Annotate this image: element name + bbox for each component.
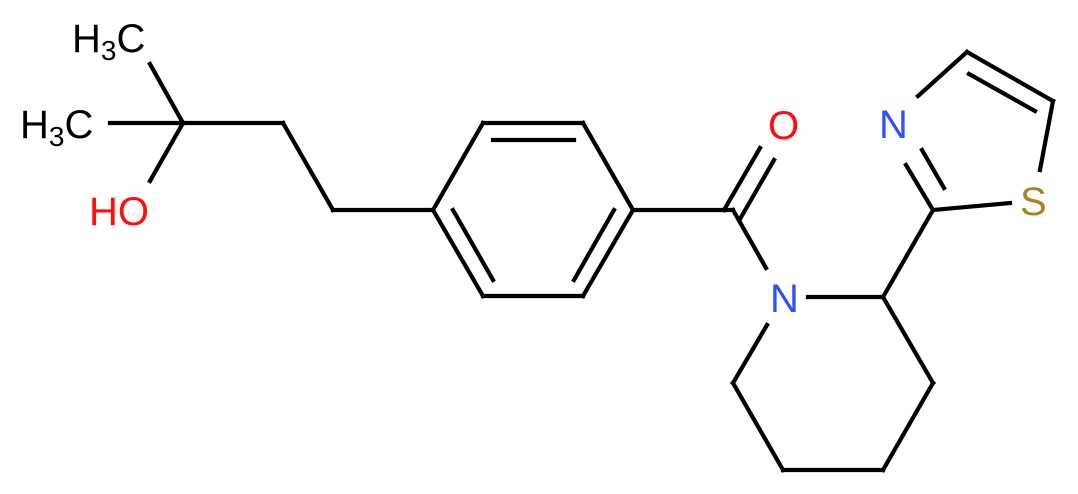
methyl-top-label: H3C xyxy=(72,17,145,66)
hydroxyl-label: HO xyxy=(89,190,149,234)
bond-thiazole-c4-c5-inner xyxy=(966,71,1038,114)
bonds xyxy=(107,49,1056,473)
bond-thiazole-c4-c5 xyxy=(964,49,1056,104)
bond-benzene-inner xyxy=(450,207,496,283)
bond-piperidine xyxy=(730,322,770,386)
bond-thiazole-n-c4 xyxy=(915,49,970,99)
bond-benzene xyxy=(580,120,636,213)
bond-thiazole-c2-n-inner xyxy=(919,147,947,191)
atom-labels: H3C H3C HO O N N S xyxy=(20,17,1047,321)
bond-piperidine xyxy=(880,294,936,386)
bond-thiazole-c5-s xyxy=(1037,98,1056,173)
bond-chain-2 xyxy=(280,120,336,213)
bond-carbonyl-double xyxy=(737,157,777,222)
bond-benzene xyxy=(580,207,636,299)
bond-thiazole-s-c2 xyxy=(930,200,1013,213)
bond-methyl-top xyxy=(147,61,186,126)
carbonyl-oxygen-label: O xyxy=(768,104,799,148)
methyl-left-label: H3C xyxy=(20,103,93,152)
thiazole-sulfur-label: S xyxy=(1020,180,1047,224)
bond-carbonyl-double xyxy=(721,145,763,213)
bond-piperidine-thiazole xyxy=(880,207,936,300)
thiazole-nitrogen-label: N xyxy=(879,103,908,147)
bond-piperidine xyxy=(880,380,936,473)
bond-thiazole-c2-n xyxy=(903,162,936,213)
bond-benzene-inner xyxy=(571,207,617,283)
bond-hydroxyl xyxy=(147,120,186,184)
piperidine-nitrogen-label: N xyxy=(770,277,799,321)
bond-benzene xyxy=(430,120,486,213)
bond-carbonyl-n xyxy=(730,207,769,271)
bond-benzene xyxy=(430,207,486,299)
bond-piperidine xyxy=(730,380,786,473)
